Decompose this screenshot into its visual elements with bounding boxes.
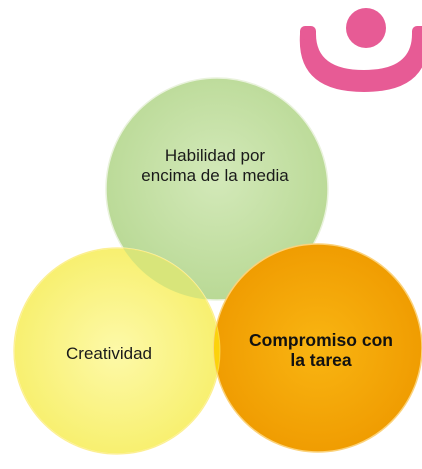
label-habilidad: Habilidad por encima de la media — [141, 146, 289, 185]
person-arms-up-icon — [299, 8, 422, 92]
label-creatividad: Creatividad — [66, 344, 152, 363]
label-compromiso: Compromiso con la tarea — [249, 330, 393, 371]
circle-habilidad — [105, 77, 329, 301]
